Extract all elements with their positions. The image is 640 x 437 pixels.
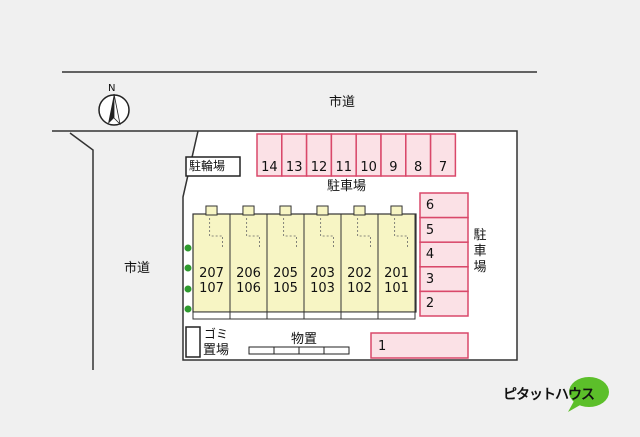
unit-stair [320, 218, 335, 248]
parking-label-char: 駐 [473, 228, 487, 243]
brand-logo-text: ピタットハウス [503, 387, 595, 403]
unit-balcony [192, 311, 231, 320]
unit-entrance [353, 205, 366, 216]
unit-entrance [242, 205, 255, 216]
parking-space-number: 12 [310, 160, 328, 175]
road-label-top: 市道 [329, 95, 356, 110]
parking-space-number: 2 [425, 296, 435, 312]
parking-space-number: 3 [425, 271, 435, 287]
parking-space-7 [429, 133, 457, 177]
unit-stair [283, 218, 298, 248]
unit-number-lower: 107 [199, 281, 224, 296]
tree-icon [184, 285, 192, 293]
unit-entrance [205, 205, 218, 216]
tree-markers [184, 244, 192, 313]
compass-label: N [108, 83, 116, 94]
parking-space-number: 7 [438, 160, 448, 175]
parking-space-4 [419, 241, 469, 268]
unit-number-upper: 203 [310, 266, 335, 281]
bike-parking-label: 駐輪場 [189, 159, 226, 173]
parking-space-3 [419, 266, 469, 293]
unit-balcony [266, 311, 305, 320]
tree-icon [184, 264, 192, 272]
parking-space-number: 9 [389, 160, 398, 175]
parking-label-char: 場 [473, 260, 487, 275]
garbage-label-line2: 置場 [203, 343, 230, 358]
parking-space-6 [419, 192, 469, 219]
unit-stair [246, 218, 261, 248]
parking-row-top [256, 133, 457, 177]
unit-stair [394, 218, 409, 248]
parking-space-1 [370, 332, 469, 359]
unit-number-upper: 205 [273, 266, 298, 281]
road-edge-left [69, 132, 94, 370]
tree-icon [184, 244, 192, 252]
unit-entrance [316, 205, 329, 216]
parking-label-char: 車 [473, 244, 487, 259]
unit-number-upper: 207 [199, 266, 224, 281]
unit-number-lower: 106 [236, 281, 261, 296]
pitat-house-logo-icon [568, 377, 609, 412]
parking-space-12 [305, 133, 333, 177]
parking-space-number: 1 [378, 339, 387, 354]
parking-label-right: 駐 車 場 [473, 228, 487, 276]
parking-space-14 [256, 133, 283, 177]
parking-space-9 [380, 133, 407, 177]
parking-space-11 [330, 133, 357, 177]
unit-number-upper: 206 [236, 266, 261, 281]
parking-space-number: 5 [425, 222, 435, 238]
unit-balcony [303, 311, 342, 320]
apartment-building [192, 205, 417, 320]
parking-space-2 [419, 290, 469, 317]
bike-parking-box [185, 156, 241, 177]
unit-stair [357, 218, 372, 248]
parking-space-number: 13 [285, 160, 303, 175]
parking-space-number: 14 [261, 160, 278, 175]
unit-entrance [390, 205, 403, 216]
parking-space-number: 11 [335, 160, 353, 175]
unit-balcony [377, 311, 416, 320]
storage-label: 物置 [291, 332, 318, 347]
parking-space-number: 6 [425, 198, 435, 213]
parking-space-10 [355, 133, 382, 177]
unit-number-upper: 202 [347, 266, 372, 281]
tree-icon [184, 305, 192, 313]
road-label-left: 市道 [124, 261, 151, 276]
parking-space-5 [419, 216, 469, 243]
unit-entrance [279, 205, 292, 216]
parking-space-number: 4 [425, 247, 435, 263]
unit-balcony [340, 311, 379, 320]
unit-number-lower: 102 [347, 281, 372, 296]
storage-sheds [248, 346, 350, 355]
parking-space-number: 8 [414, 160, 423, 175]
unit-stair [209, 218, 224, 248]
garbage-box [185, 326, 201, 358]
unit-balcony [229, 311, 268, 320]
unit-number-lower: 103 [310, 281, 335, 296]
parking-label-top: 駐車場 [327, 179, 367, 194]
unit-number-upper: 201 [384, 266, 409, 281]
unit-number-lower: 105 [273, 281, 298, 296]
parking-space-number: 10 [360, 160, 377, 175]
compass-icon [98, 93, 130, 126]
garbage-label-line1: ゴミ [204, 327, 229, 341]
unit-number-lower: 101 [384, 281, 409, 296]
parking-column-right [419, 192, 469, 317]
